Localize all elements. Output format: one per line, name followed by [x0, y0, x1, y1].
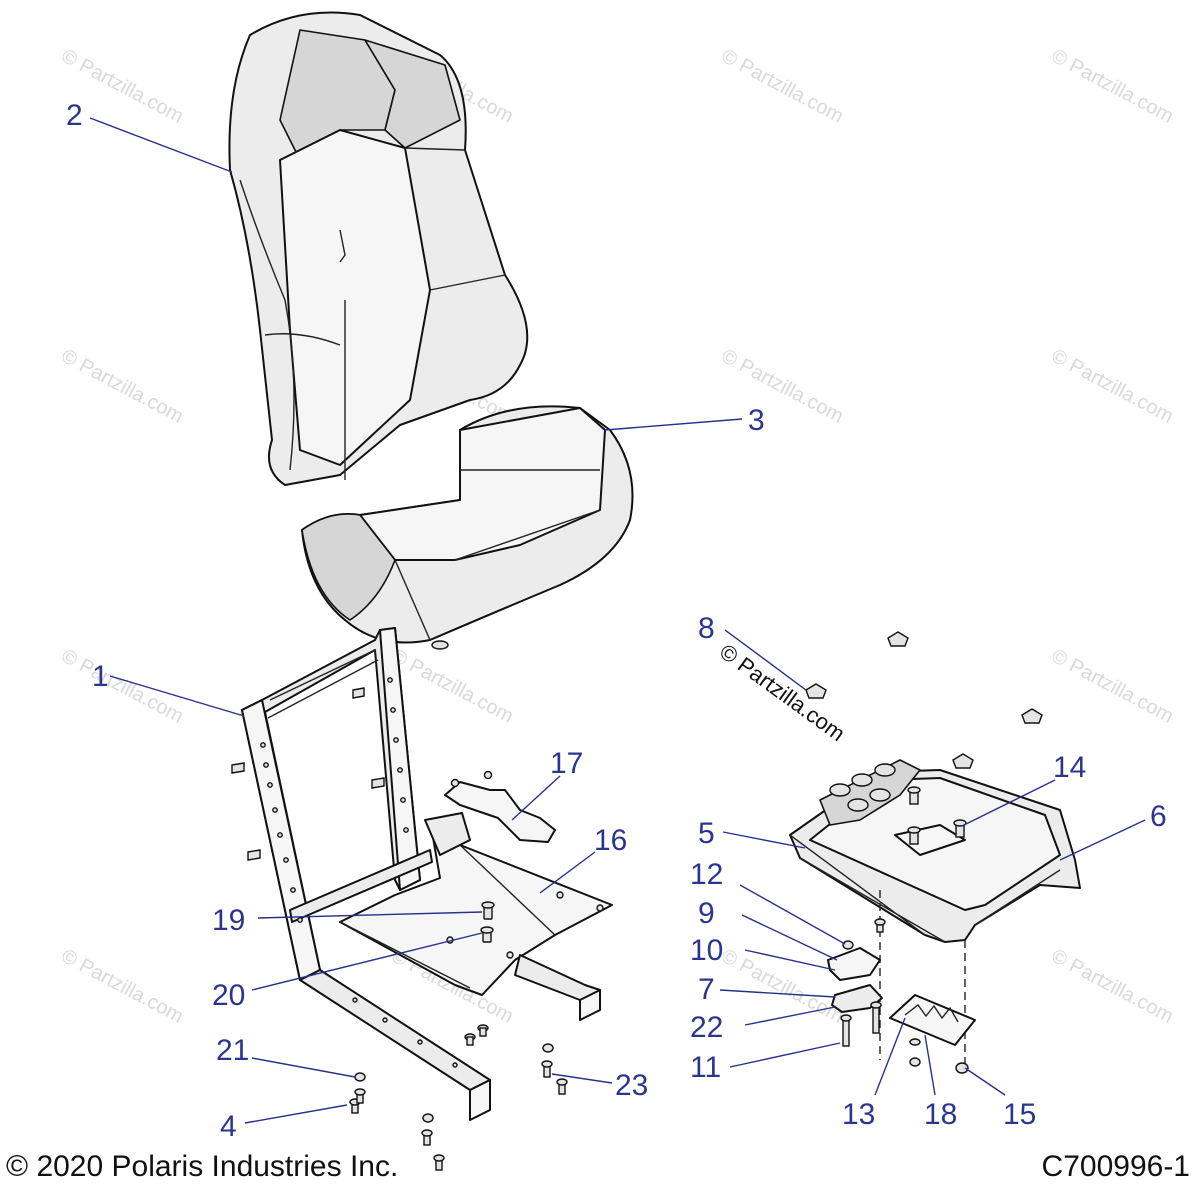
callout-8: 8: [698, 612, 715, 645]
leader-line: [604, 418, 743, 431]
leader-line: [251, 932, 483, 991]
seat-cushion: [301, 405, 634, 650]
seat-back: [228, 11, 529, 486]
leader-line: [539, 851, 596, 894]
watermark-text: © Partzilla.com: [718, 945, 847, 1028]
seat-base-tray: [789, 631, 1081, 943]
callout-14: 14: [1053, 751, 1086, 784]
callout-4: 4: [220, 1110, 237, 1143]
callout-6: 6: [1150, 800, 1167, 833]
seat-frame: [231, 627, 491, 1121]
callout-18: 18: [924, 1098, 957, 1131]
callout-5: 5: [698, 817, 715, 850]
callout-16: 16: [594, 824, 627, 857]
watermark-text: © Partzilla.com: [718, 45, 847, 128]
callout-17: 17: [550, 747, 583, 780]
leader-line: [257, 911, 483, 919]
leader-line: [551, 1073, 613, 1084]
seat-latch-assembly: [827, 890, 976, 1074]
watermark-text: © Partzilla.com: [1048, 945, 1177, 1028]
callout-21: 21: [216, 1034, 249, 1067]
leader-line: [244, 1104, 348, 1124]
seat-slider-plate: [339, 770, 613, 1021]
leader-line: [722, 831, 806, 849]
callout-7: 7: [698, 973, 715, 1006]
leader-line: [251, 1057, 356, 1078]
leader-line: [89, 117, 233, 173]
leader-line: [744, 949, 836, 971]
callout-19: 19: [212, 904, 245, 937]
callout-2: 2: [66, 99, 83, 132]
watermark-text: © Partzilla.com: [1048, 345, 1177, 428]
leader-line: [964, 1067, 1006, 1096]
leader-line: [729, 1042, 841, 1068]
leader-line: [874, 1017, 906, 1096]
leader-line: [109, 675, 245, 717]
watermark-text: © Partzilla.com: [58, 345, 187, 428]
watermark-text: © Partzilla.com: [1048, 45, 1177, 128]
watermark-logo-text: © Partzilla.com: [715, 639, 850, 746]
leader-line: [724, 629, 807, 691]
leader-line: [1059, 819, 1146, 861]
callout-labels: 2 3 1 4 5 6 7 8 9 10 11 12 13 14 15 16 1…: [66, 99, 1167, 1143]
watermark-text: © Partzilla.com: [388, 645, 517, 728]
leader-line: [739, 884, 846, 945]
callout-10: 10: [690, 934, 723, 967]
callout-20: 20: [212, 979, 245, 1012]
watermark-text: © Partzilla.com: [718, 345, 847, 428]
leader-line: [741, 914, 838, 961]
leader-line: [744, 1006, 836, 1026]
watermark-text: © Partzilla.com: [58, 945, 187, 1028]
callout-22: 22: [690, 1011, 723, 1044]
callout-12: 12: [690, 858, 723, 891]
callout-9: 9: [698, 897, 715, 930]
frame-hardware: [349, 901, 568, 1171]
callout-15: 15: [1003, 1098, 1036, 1131]
leader-lines: [89, 117, 1146, 1124]
callout-11: 11: [690, 1051, 721, 1084]
watermark-text: © Partzilla.com: [1048, 645, 1177, 728]
watermark-text: © Partzilla.com: [58, 645, 187, 728]
copyright-notice: © 2020 Polaris Industries Inc.: [6, 1150, 399, 1183]
leader-line: [719, 989, 836, 998]
leader-line: [961, 779, 1056, 827]
diagram-code: C700996-1: [1041, 1150, 1190, 1183]
leader-line: [511, 775, 561, 821]
callout-3: 3: [748, 404, 765, 437]
callout-23: 23: [615, 1069, 648, 1102]
leader-line: [924, 1034, 936, 1096]
callout-1: 1: [92, 660, 109, 693]
callout-13: 13: [842, 1098, 875, 1131]
